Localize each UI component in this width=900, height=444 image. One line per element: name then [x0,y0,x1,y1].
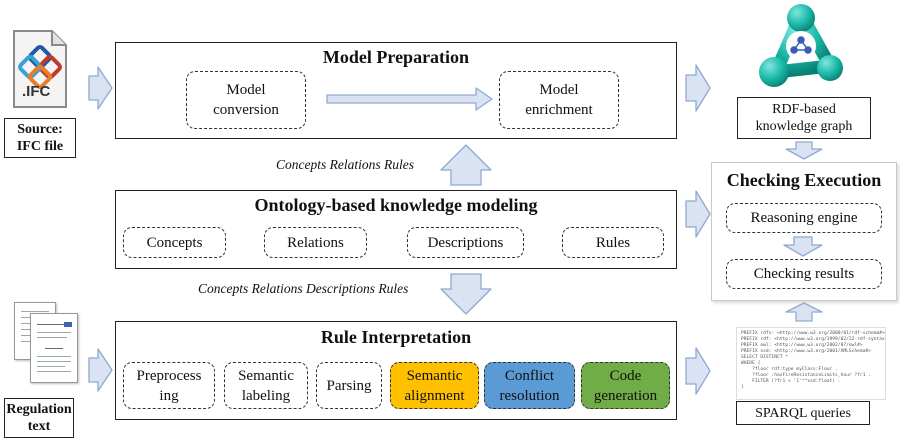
regulation-caption: Regulation text [4,398,74,438]
step-preprocessing-line2: ing [159,387,179,404]
step-parsing: Parsing [316,362,382,409]
step-conflict-resolution-line1: Conflict [504,367,555,384]
arrow-engine-to-results [783,236,823,257]
regulation-document-front [30,313,78,383]
ontology-box: Ontology-based knowledge modeling Concep… [115,190,677,269]
arrow-regulation-to-rules [88,348,113,392]
sparql-caption: SPARQL queries [736,401,870,425]
model-enrichment-step: Model enrichment [499,71,619,129]
source-caption: Source: IFC file [4,118,76,158]
model-conversion-step: Model conversion [186,71,306,129]
ontology-item-concepts: Concepts [123,227,226,258]
step-code-generation: Code generation [581,362,670,409]
step-code-generation-line2: generation [593,387,658,404]
model-enrichment-line1: Model [539,82,579,98]
ifc-file-icon: .IFC [10,27,70,111]
ifc-file-label: .IFC [22,83,51,100]
rdf-graph-caption: RDF-based knowledge graph [737,97,871,139]
model-conversion-line1: Model [226,82,266,98]
rule-interpretation-title: Rule Interpretation [320,327,472,347]
model-preparation-box: Model Preparation Model conversion Model… [115,42,677,139]
step-semantic-labeling: Semantic labeling [224,362,308,409]
ifc-document-shape [13,30,67,108]
ifc-logo-icon [18,45,62,89]
ontology-item-descriptions: Descriptions [407,227,524,258]
lower-link-label: Concepts Relations Descriptions Rules [198,281,409,296]
regulation-caption-line1: Regulation [6,402,72,417]
step-semantic-alignment-line2: alignment [404,387,465,404]
step-semantic-labeling-line2: labeling [241,387,291,404]
reasoning-engine-step: Reasoning engine [726,203,882,233]
rdf-graph-icon [759,4,843,87]
checking-execution-title: Checking Execution [726,170,882,190]
step-preprocessing-line1: Preprocess [136,367,202,384]
model-conversion-line2: conversion [213,102,279,118]
arrow-ontology-to-checking [685,190,711,238]
rdf-graph-caption-line1: RDF-based [772,102,836,117]
arrow-rdf-to-checking [785,141,823,160]
step-conflict-resolution: Conflict resolution [484,362,575,409]
sparql-code-snippet: PREFIX rdfs: <http://www.w3.org/2000/01/… [736,327,886,400]
checking-results-step: Checking results [726,259,882,289]
rdf-graph-caption-line2: knowledge graph [755,119,853,134]
ontology-item-rules: Rules [562,227,664,258]
step-preprocessing: Preprocess ing [123,362,215,409]
step-semantic-alignment: Semantic alignment [390,362,479,409]
step-semantic-labeling-line1: Semantic [238,367,294,384]
step-code-generation-line1: Code [609,367,642,384]
regulation-caption-line2: text [27,419,51,434]
step-semantic-alignment-line1: Semantic [406,367,463,384]
source-caption-line2: IFC file [16,139,64,154]
model-enrichment-line2: enrichment [525,102,593,118]
arrow-conversion-to-enrichment [326,87,493,111]
step-conflict-resolution-line2: resolution [499,387,560,404]
arrow-source-to-prep [88,66,113,110]
arrow-ontology-to-rules [440,273,492,315]
arrow-sparql-to-checking [785,302,823,322]
ontology-title: Ontology-based knowledge modeling [254,195,538,215]
arrow-ontology-to-prep [440,144,492,186]
arrow-prep-to-rdf [685,64,711,112]
rule-interpretation-box: Rule Interpretation Preprocess ing Seman… [115,321,677,420]
arrow-rules-to-sparql [685,347,711,395]
checking-execution-box: Checking Execution Reasoning engine Chec… [711,162,897,301]
ontology-item-relations: Relations [264,227,367,258]
source-caption-line1: Source: [17,122,63,137]
model-preparation-title: Model Preparation [322,47,470,67]
upper-link-label: Concepts Relations Rules [276,157,414,172]
